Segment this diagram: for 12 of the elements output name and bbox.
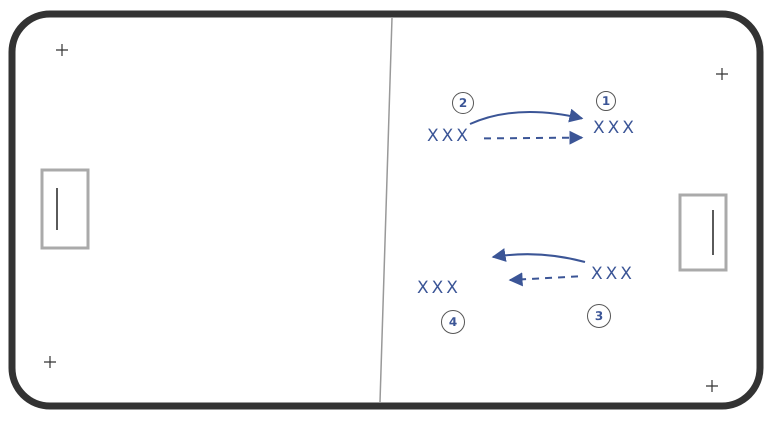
arrow [470,108,584,125]
arrow [484,130,584,145]
arrow [492,248,586,263]
player-marks: XXX [582,116,648,140]
circled-number: 2 [452,92,474,114]
circled-number: 1 [596,91,616,111]
circled-number: 3 [587,304,611,328]
player-marks: XXX [578,262,648,286]
circled-number: 4 [441,310,465,334]
player-marks: XXX [414,124,484,148]
arrow [508,272,578,286]
player-marks: XXX [404,276,474,300]
